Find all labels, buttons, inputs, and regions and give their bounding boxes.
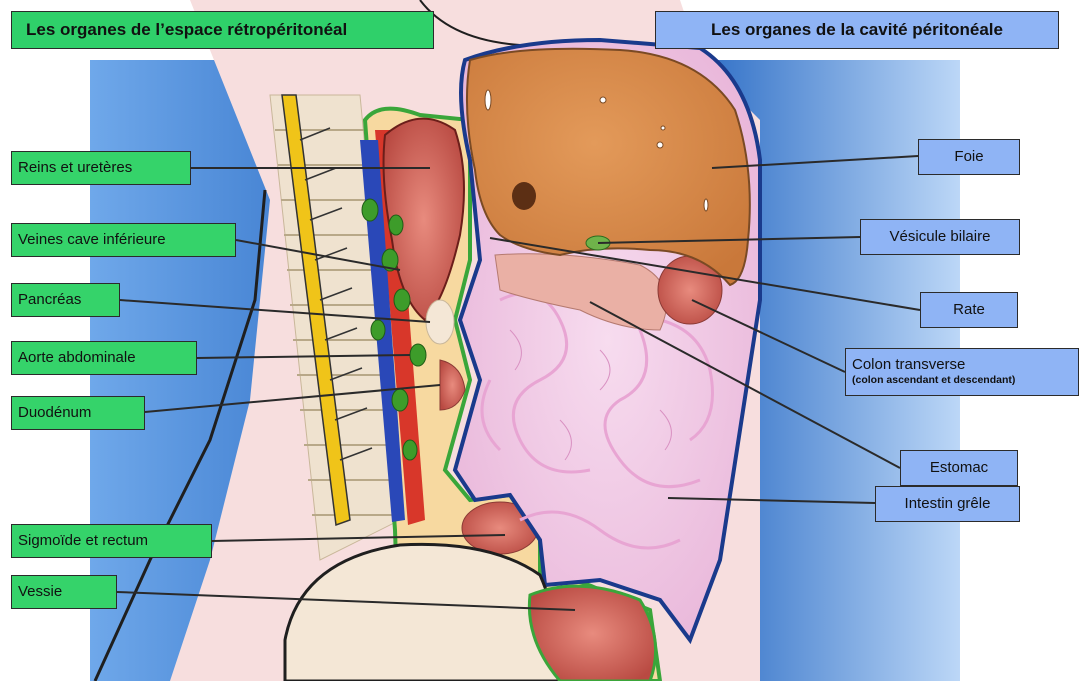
label-intestin-grele: Intestin grêle xyxy=(875,486,1020,522)
label-veine-cave: Veines cave inférieure xyxy=(11,223,236,257)
label-vessie: Vessie xyxy=(11,575,117,609)
label-sigmoide-rectum: Sigmoïde et rectum xyxy=(11,524,212,558)
colon-segment xyxy=(529,586,655,681)
label-pancreas: Pancréas xyxy=(11,283,120,317)
label-aorte: Aorte abdominale xyxy=(11,341,197,375)
label-colon-transverse-sub: (colon ascendant et descendant) xyxy=(852,375,1015,387)
label-reins-ureteres: Reins et uretères xyxy=(11,151,191,185)
header-peritoneal: Les organes de la cavité péritonéale xyxy=(655,11,1059,49)
pancreas xyxy=(426,300,454,344)
label-colon-transverse-main: Colon transverse xyxy=(852,357,965,374)
label-rate: Rate xyxy=(920,292,1018,328)
label-vesicule-biliaire: Vésicule bilaire xyxy=(860,219,1020,255)
header-retroperitoneal: Les organes de l’espace rétropéritonéal xyxy=(11,11,434,49)
label-foie: Foie xyxy=(918,139,1020,175)
label-estomac: Estomac xyxy=(900,450,1018,486)
label-duodenum: Duodénum xyxy=(11,396,145,430)
label-colon-transverse: Colon transverse (colon ascendant et des… xyxy=(845,348,1079,396)
liver-vessel xyxy=(512,182,536,210)
